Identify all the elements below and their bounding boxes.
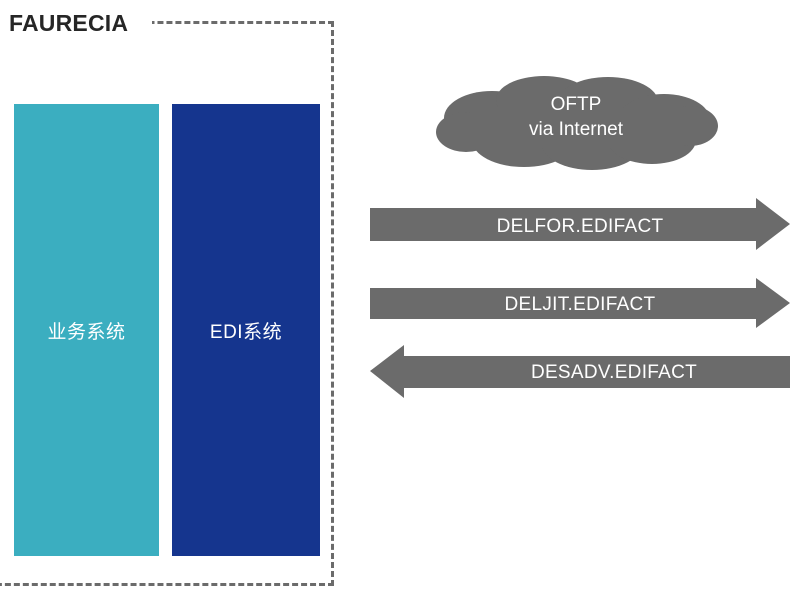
boundary-top-mask (0, 10, 152, 36)
edi-system-label: EDI系统 (209, 321, 283, 343)
flow-arrow-delfor[interactable]: DELFOR.EDIFACT (370, 198, 790, 256)
cloud-shape-icon (436, 76, 718, 170)
business-system-label: 业务系统 (47, 321, 126, 343)
company-title: FAURECIA (9, 10, 129, 36)
arrow-left-icon (370, 345, 790, 398)
business-system-box[interactable]: 业务系统 (14, 104, 159, 556)
flow-arrow-deljit[interactable]: DELJIT.EDIFACT (370, 278, 790, 332)
flow-arrow-desadv[interactable]: DESADV.EDIFACT (370, 344, 790, 402)
edi-system-box[interactable]: EDI系统 (172, 104, 320, 556)
company-boundary-dashed-frame (0, 21, 334, 586)
internet-cloud[interactable]: OFTP via Internet (432, 70, 720, 170)
arrow-right-icon (370, 198, 790, 250)
arrow-right-icon (370, 278, 790, 328)
